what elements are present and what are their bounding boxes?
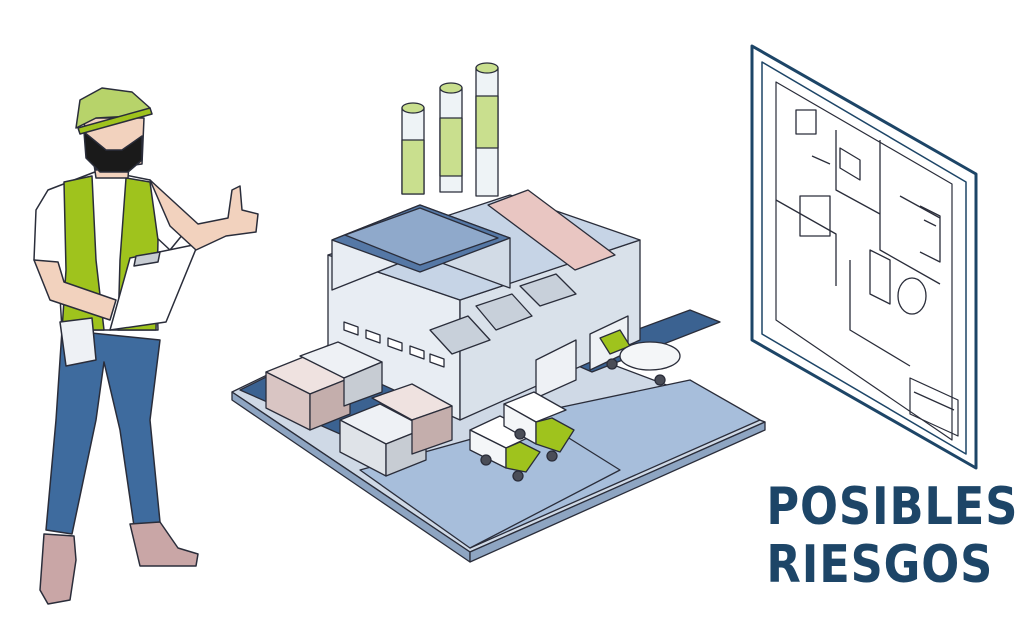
container-stack (265, 341, 453, 477)
blueprint-board (750, 44, 978, 470)
headline: POSIBLES RIESGOS (766, 477, 1018, 595)
headline-line1: POSIBLES (766, 477, 1018, 537)
delivery-trucks (469, 329, 681, 482)
headline-line2: RIESGOS (766, 535, 994, 595)
factory-illustration (231, 62, 766, 563)
worker-illustration (33, 87, 259, 605)
